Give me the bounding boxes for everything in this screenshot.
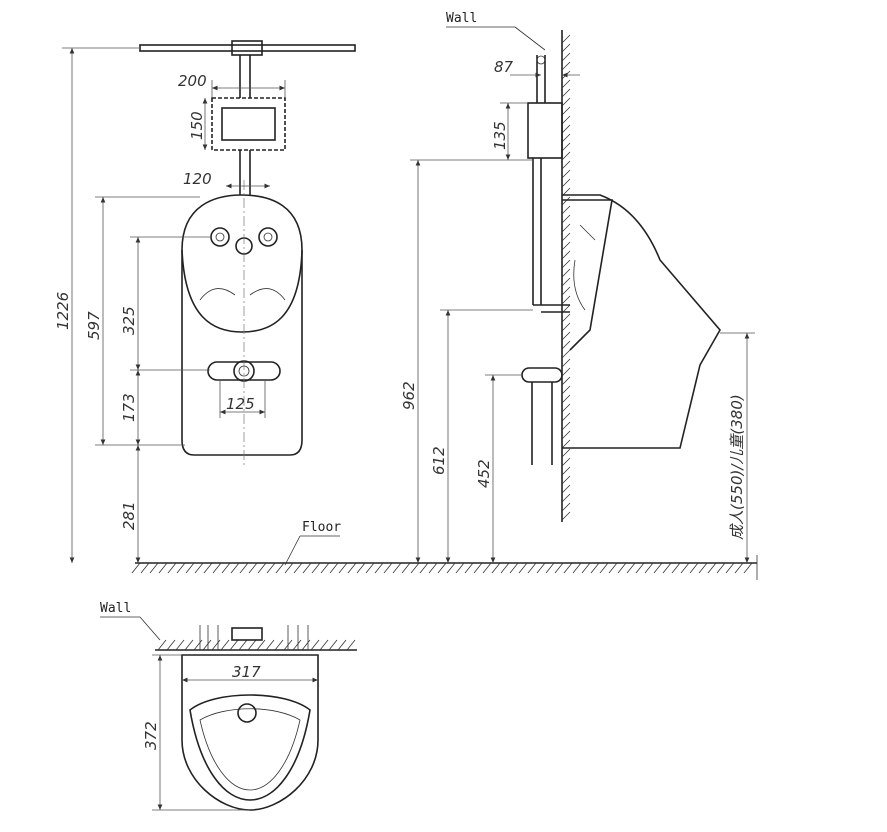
svg-text:173: 173 <box>120 393 138 422</box>
svg-text:452: 452 <box>475 459 493 488</box>
svg-text:成人(550)/儿童(380): 成人(550)/儿童(380) <box>728 394 746 540</box>
svg-text:Wall: Wall <box>100 601 131 616</box>
svg-text:1226: 1226 <box>54 292 72 330</box>
svg-text:Wall: Wall <box>446 11 477 26</box>
svg-text:281: 281 <box>120 501 138 530</box>
front-dimensions: 200 150 120 125 1226 597 325 173 281 <box>54 47 286 563</box>
svg-text:120: 120 <box>183 170 212 188</box>
plan-view: Wall 317 372 <box>100 601 357 811</box>
svg-text:150: 150 <box>188 111 206 140</box>
svg-text:962: 962 <box>400 381 418 410</box>
svg-text:372: 372 <box>142 721 160 750</box>
svg-text:325: 325 <box>120 306 138 335</box>
side-view <box>521 30 721 522</box>
svg-text:125: 125 <box>226 395 255 413</box>
floor-label: Floor <box>284 520 341 566</box>
front-view <box>139 40 356 465</box>
svg-text:317: 317 <box>232 663 261 681</box>
svg-text:135: 135 <box>491 121 509 150</box>
side-dimensions: Wall 87 135 962 612 452 成人(550)/儿童(380) <box>400 11 755 563</box>
floor <box>131 555 758 580</box>
svg-text:Floor: Floor <box>302 520 341 535</box>
svg-text:200: 200 <box>178 72 207 90</box>
svg-text:87: 87 <box>494 58 514 76</box>
svg-text:597: 597 <box>85 311 103 340</box>
svg-text:612: 612 <box>430 446 448 475</box>
